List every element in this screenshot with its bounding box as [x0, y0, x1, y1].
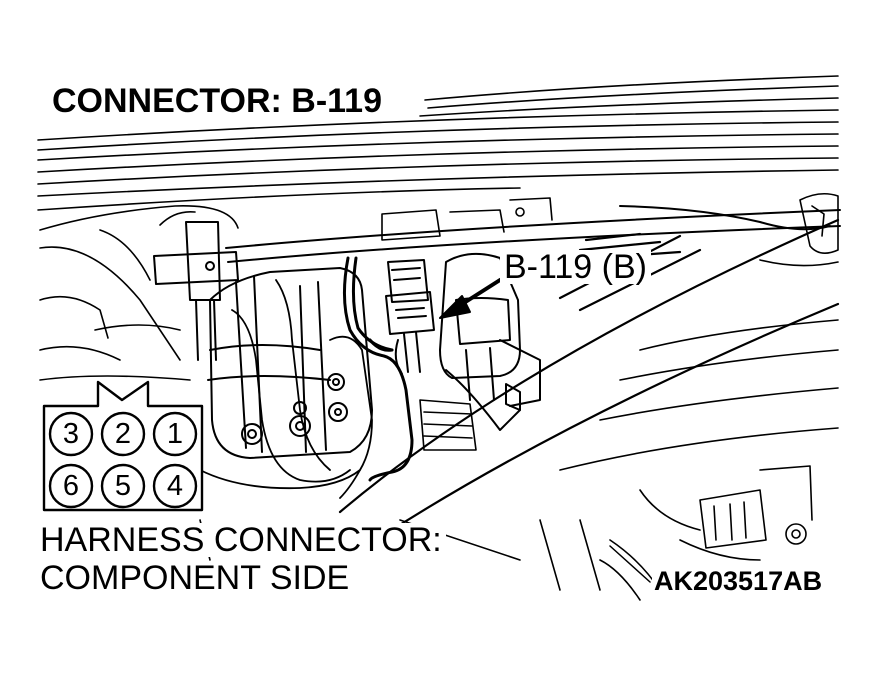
mounting-bracket	[153, 221, 239, 361]
figure-id: AK203517AB	[652, 566, 825, 596]
harness-label-line1: HARNESS CONNECTOR:	[40, 523, 446, 557]
callout-arrow	[439, 278, 502, 319]
wiring-harness	[342, 256, 414, 482]
pin-label: 2	[114, 418, 132, 450]
pin-label: 6	[62, 470, 80, 502]
right-components	[199, 192, 839, 601]
b119-connector	[385, 259, 435, 375]
pin-label: 5	[114, 470, 132, 502]
component-connector	[439, 252, 541, 431]
harness-label-line2: COMPONENT SIDE	[40, 561, 354, 595]
brake-pipes	[199, 279, 373, 499]
pin-label: 4	[166, 470, 184, 502]
connector-face	[42, 380, 204, 512]
connector-callout-label: B-119 (B)	[500, 250, 651, 284]
hydraulic-unit	[207, 267, 373, 459]
lower-bracket	[381, 197, 553, 451]
hood-lines	[37, 75, 839, 211]
cross-bar	[225, 205, 841, 263]
diagram-title: CONNECTOR: B-119	[52, 84, 386, 118]
background-structures	[39, 205, 239, 381]
figure-id-leader	[609, 545, 651, 583]
pin-label: 1	[166, 418, 184, 450]
pin-label: 3	[62, 418, 80, 450]
